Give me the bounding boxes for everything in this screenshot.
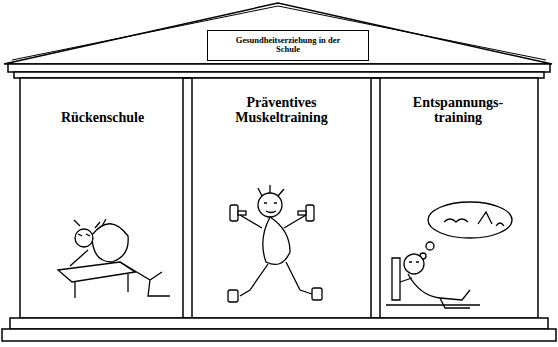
pillar-title: Rückenschule [28, 110, 178, 125]
entablature-lower [14, 72, 544, 78]
column [371, 78, 380, 318]
column [183, 78, 192, 318]
step [10, 318, 548, 329]
entablature [8, 64, 550, 72]
step [2, 329, 556, 341]
back-school-cartoon [58, 219, 170, 298]
pillar-panel: Rückenschule [22, 80, 183, 316]
roof-inner-line [12, 6, 546, 60]
title-text: Gesundheitserziehung in der Schule [233, 36, 343, 55]
roof [4, 3, 552, 64]
muscle-training-cartoon [228, 185, 322, 302]
pillar-title: Präventives Muskeltraining [207, 95, 357, 126]
pillar-title: Entspannungs- training [399, 95, 517, 126]
temple-body [20, 78, 538, 318]
relaxation-cartoon [386, 202, 512, 308]
pillar-panel: Präventives Muskeltraining [192, 80, 371, 316]
title-box: Gesundheitserziehung in der Schule [207, 30, 369, 61]
pillar-panel: Entspannungs- training [380, 80, 536, 316]
